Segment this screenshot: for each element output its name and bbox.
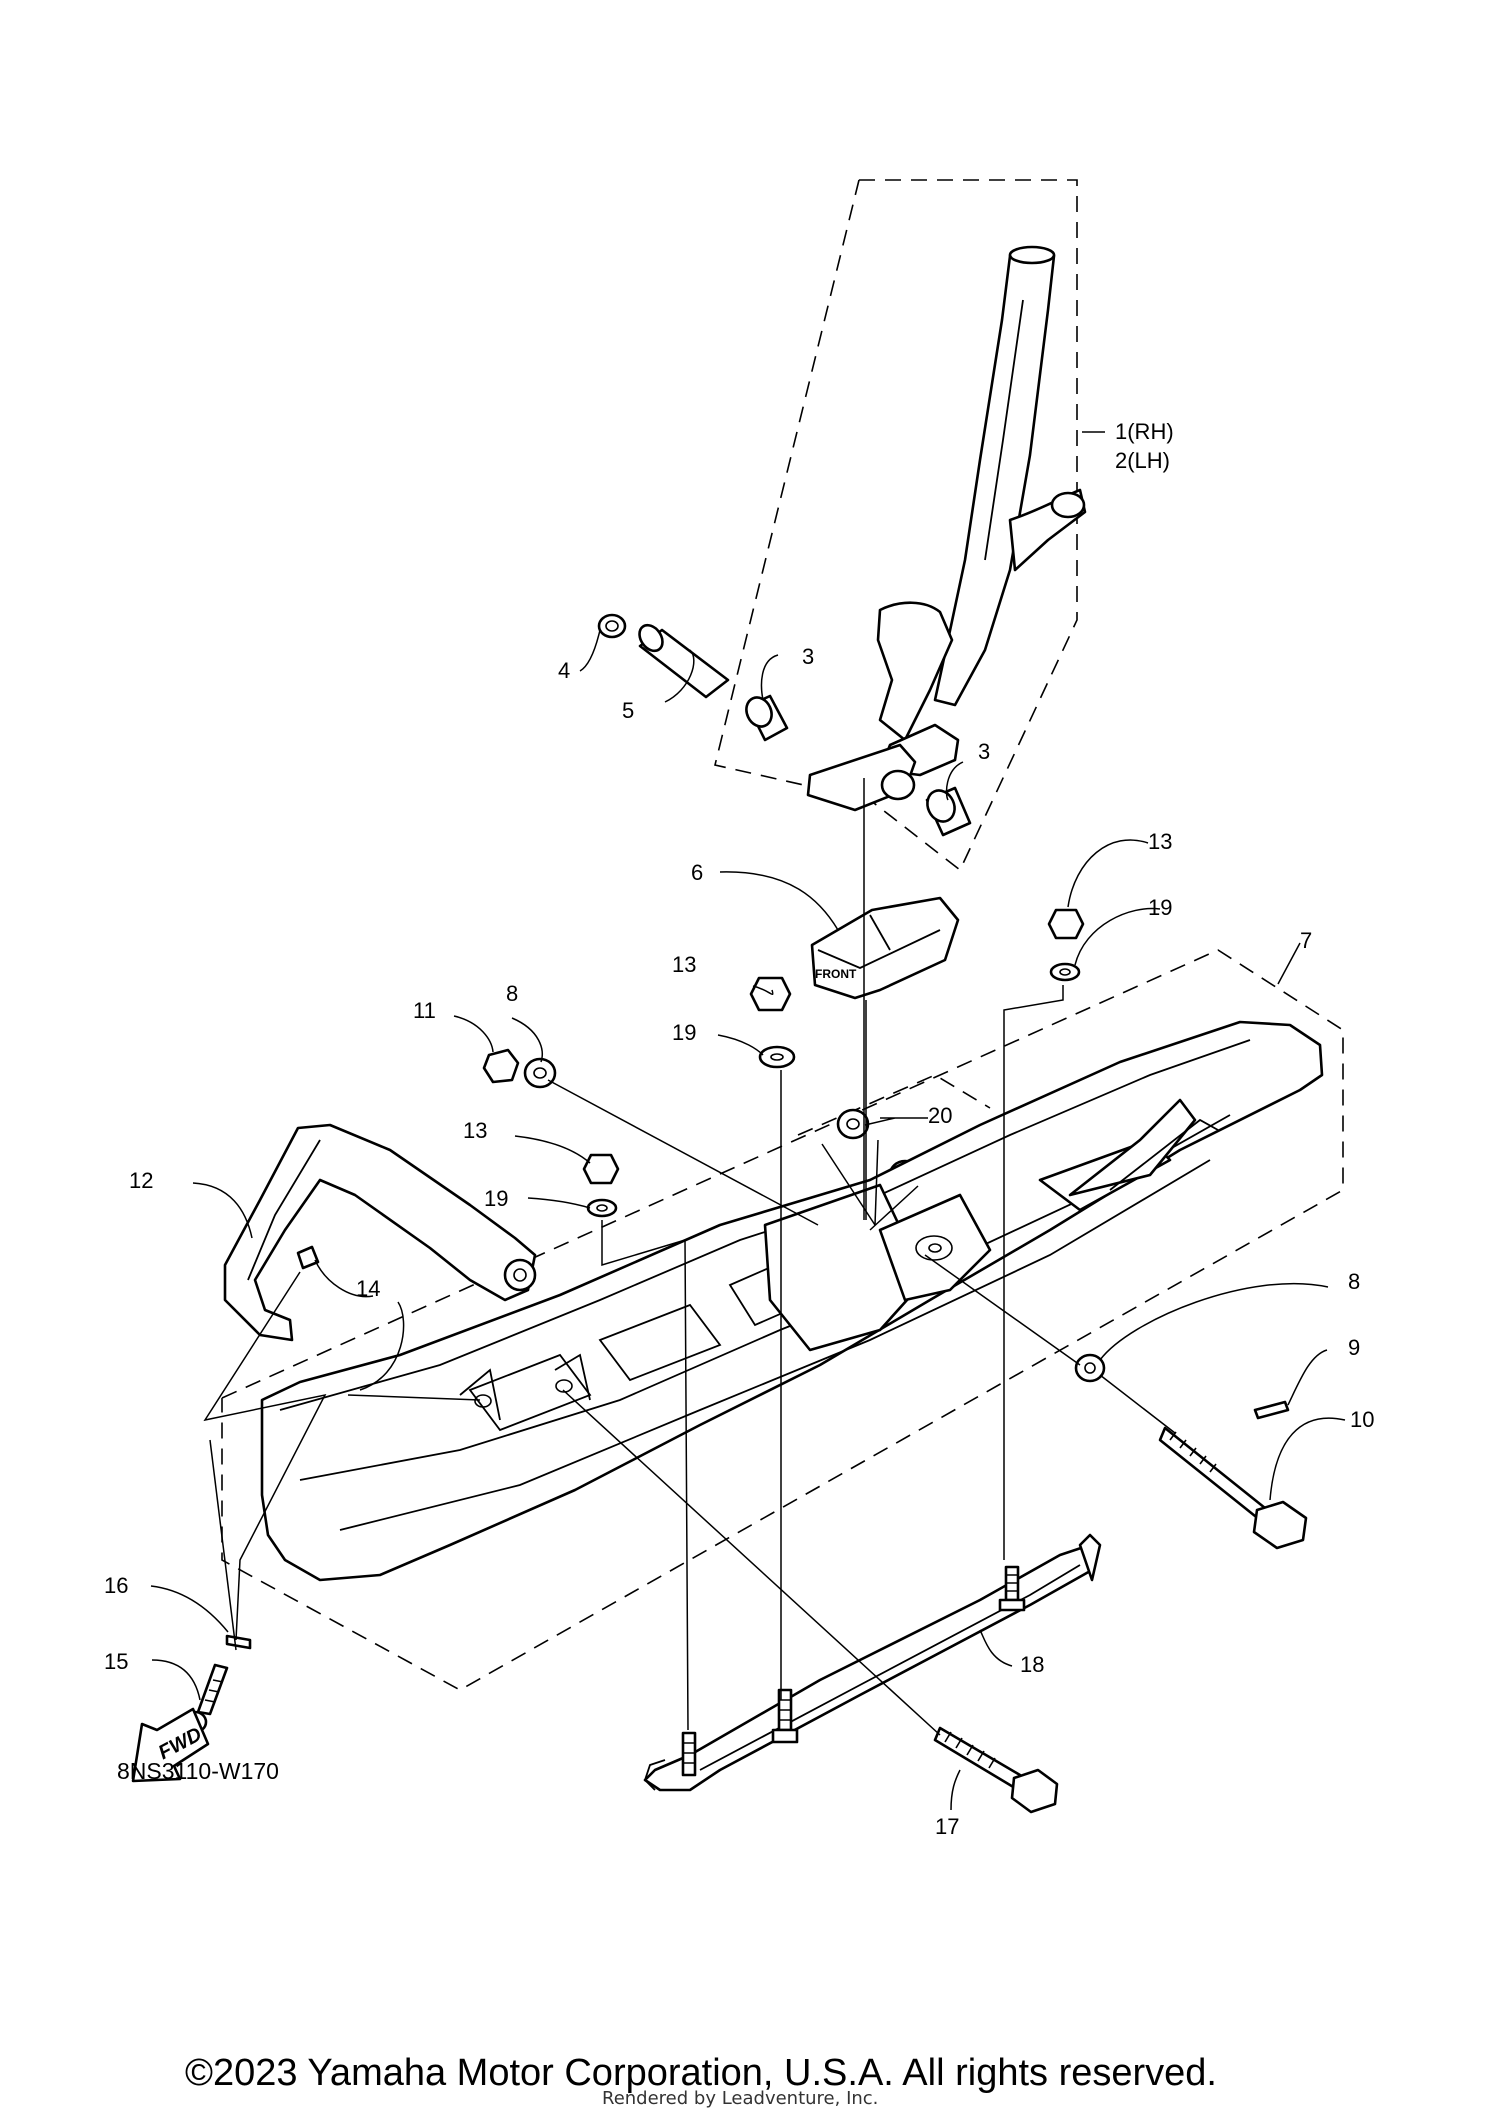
callout-13-left: 13 <box>463 1118 487 1143</box>
bolt-17 <box>933 1726 1059 1814</box>
bushing-3-lower <box>925 786 972 837</box>
callout-17: 17 <box>935 1814 959 1839</box>
callout-14: 14 <box>356 1276 380 1301</box>
clip-14 <box>296 1245 320 1270</box>
callout-10: 10 <box>1350 1407 1374 1432</box>
callout-2: 2(LH) <box>1115 448 1170 473</box>
stud-runner-front <box>998 1565 1026 1612</box>
callout-4: 4 <box>558 658 570 683</box>
ski-7 <box>260 1020 1324 1582</box>
guide-lines <box>203 778 1176 1736</box>
ski-bracket-6: FRONT <box>810 896 960 1000</box>
bushing-3-upper <box>745 694 789 742</box>
bolt-10 <box>1158 1426 1308 1550</box>
assembly-boundary-bracket <box>797 1074 991 1136</box>
pin-9 <box>1253 1400 1290 1420</box>
callout-19-center: 19 <box>672 1020 696 1045</box>
steering-post <box>806 245 1087 812</box>
stud-runner-rear <box>681 1731 697 1777</box>
leader-lines <box>150 431 1346 1811</box>
callout-19-right: 19 <box>1148 895 1172 920</box>
callout-8-right: 8 <box>1348 1269 1360 1294</box>
callout-9: 9 <box>1348 1335 1360 1360</box>
callout-12: 12 <box>129 1168 153 1193</box>
callout-13-center: 13 <box>672 952 696 977</box>
washer-19-left <box>586 1198 618 1218</box>
callout-15: 15 <box>104 1649 128 1674</box>
nut-13-right <box>1047 908 1085 940</box>
assembly-boundary-ski <box>221 949 1344 1691</box>
callout-11: 11 <box>413 998 436 1023</box>
callout-1: 1(RH) <box>1115 419 1174 444</box>
callout-8-left: 8 <box>506 981 518 1006</box>
handle-12 <box>223 1123 537 1342</box>
nut-11 <box>482 1048 520 1084</box>
washer-16 <box>225 1634 252 1650</box>
bracket-front-label: FRONT <box>815 967 857 981</box>
copyright-notice: ©2023 Yamaha Motor Corporation, U.S.A. A… <box>185 2052 1217 2094</box>
stud-runner-middle <box>771 1688 799 1744</box>
callout-18: 18 <box>1020 1652 1044 1677</box>
callout-7: 7 <box>1300 928 1312 953</box>
collar-4 <box>597 613 627 639</box>
callout-3-lower: 3 <box>978 739 990 764</box>
nut-13-left <box>582 1153 620 1185</box>
washer-8-left <box>523 1057 557 1089</box>
washer-8-right <box>1074 1353 1106 1383</box>
callout-16: 16 <box>104 1573 128 1598</box>
rendered-by-notice: Rendered by Leadventure, Inc. <box>602 2088 879 2109</box>
callout-6: 6 <box>691 860 703 885</box>
callout-13-right: 13 <box>1148 829 1172 854</box>
assembly-boundary-steering-post <box>714 179 1078 872</box>
callout-20: 20 <box>928 1103 952 1128</box>
shaft-5 <box>638 623 730 699</box>
callout-19-left: 19 <box>484 1186 508 1211</box>
washer-19-center <box>758 1045 796 1069</box>
callout-5: 5 <box>622 698 634 723</box>
callout-labels: 1(RH) 2(LH) 3 3 4 5 6 7 8 8 9 10 11 12 1… <box>104 419 1374 1839</box>
diagram-code: 8NS3110-W170 <box>117 1758 279 1784</box>
callout-3-upper: 3 <box>802 644 814 669</box>
washer-19-right <box>1049 962 1081 982</box>
